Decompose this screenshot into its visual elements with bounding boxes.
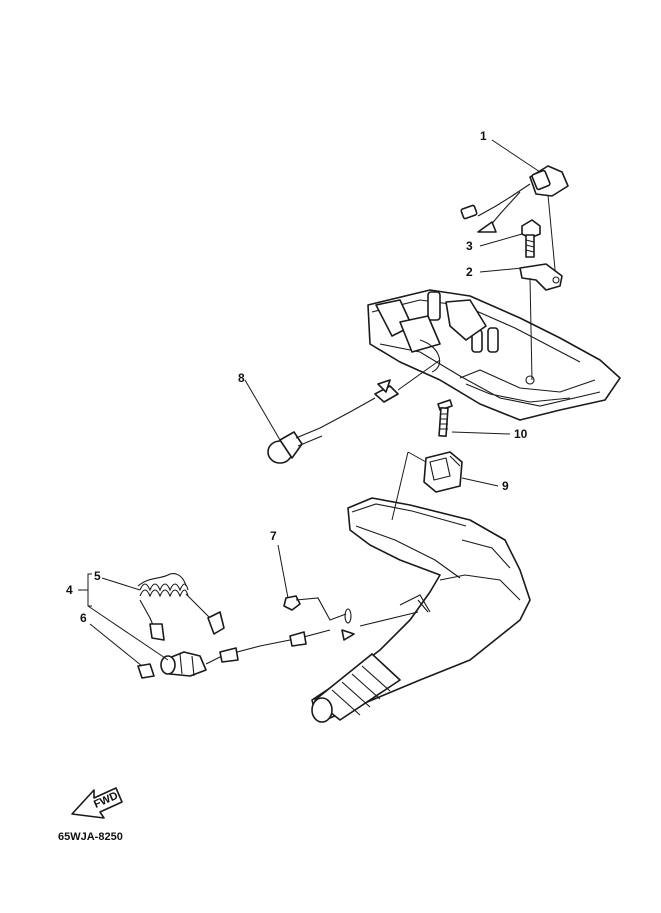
- label-part-7: 7: [270, 529, 277, 543]
- label-part-8: 8: [238, 371, 245, 385]
- part-1-stop-switch: [460, 165, 569, 281]
- label-part-5: 5: [94, 569, 101, 583]
- label-part-3: 3: [466, 239, 473, 253]
- label-part-10: 10: [514, 427, 528, 441]
- steering-handle-assembly: [311, 497, 531, 723]
- label-part-9: 9: [502, 479, 509, 493]
- part-5-lanyard-cord: [137, 573, 225, 641]
- label-part-1: 1: [480, 129, 487, 143]
- part-4-lanyard-switch: [160, 629, 355, 677]
- leader-lines: [78, 139, 541, 667]
- part-10-screw: [437, 399, 453, 438]
- part-9-holder: [391, 451, 463, 521]
- label-part-6: 6: [80, 611, 87, 625]
- fwd-arrow-icon: FWD: [71, 787, 123, 819]
- part-8-cable-knob: [267, 359, 441, 464]
- part-7-clip: [283, 595, 419, 627]
- bottom-cowling: [367, 289, 621, 421]
- part-2-bracket: [519, 263, 563, 381]
- drawing-code: 65WJA-8250: [58, 831, 123, 843]
- label-part-4: 4: [66, 583, 73, 597]
- label-part-2: 2: [466, 265, 473, 279]
- part-6-cap: [137, 663, 155, 679]
- part-3-bolt: [521, 219, 541, 258]
